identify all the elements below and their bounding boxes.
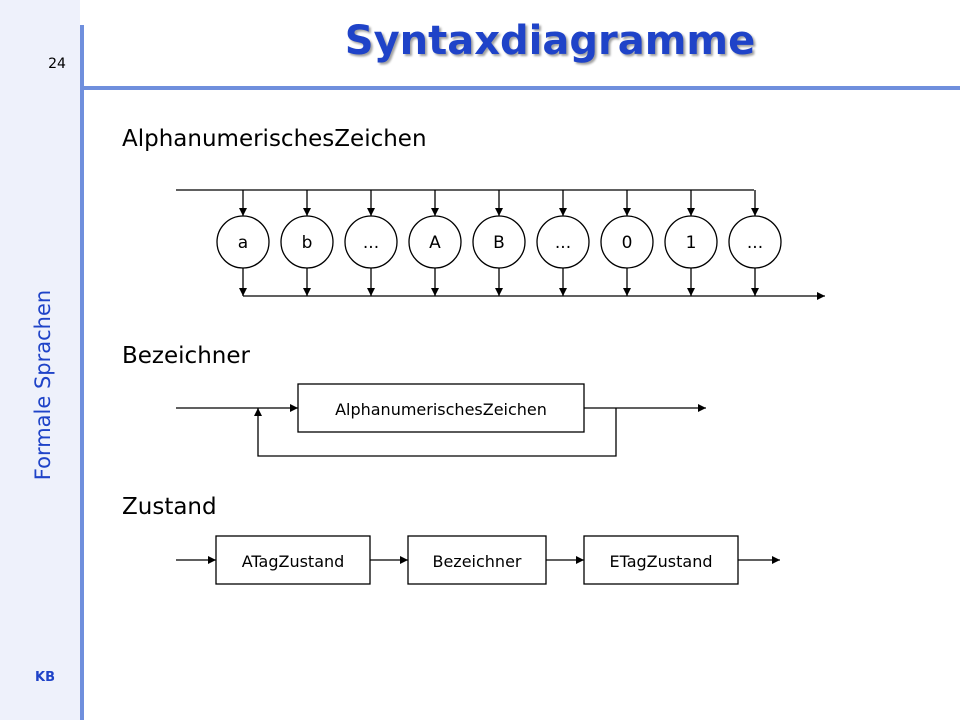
zustand-box-atagzustand: [215, 535, 371, 585]
terminal-label: 1: [686, 233, 697, 253]
terminal-5: ...: [536, 190, 590, 296]
terminal-1: b: [280, 190, 334, 296]
terminal-0: a: [216, 190, 270, 296]
footer-initials: KB: [35, 670, 55, 685]
zustand-box-atagzustand-label: ATagZustand: [242, 552, 345, 571]
terminal-4: B: [472, 190, 526, 296]
terminal-label: ...: [555, 233, 571, 253]
horizontal-accent-line: [80, 86, 960, 90]
terminal-label: B: [493, 233, 505, 253]
alpha-diagram: a b... A B... 0 1...: [176, 189, 825, 300]
vertical-accent-line: [80, 25, 84, 720]
slide-number: 24: [48, 56, 66, 72]
bezeichner-loop-line: [254, 408, 617, 457]
terminal-label: a: [238, 233, 248, 253]
terminal-3: A: [408, 190, 462, 296]
terminal-label: ...: [747, 233, 763, 253]
zustand-box-etagzustand-label: ETagZustand: [609, 552, 712, 571]
bezeichner-box: [297, 383, 585, 433]
zustand-diagram: ATagZustand Bezeichner ETagZustand: [176, 535, 780, 585]
terminal-label: ...: [363, 233, 379, 253]
terminal-label: 0: [622, 233, 633, 253]
terminal-7: 1: [664, 190, 718, 296]
terminal-2: ...: [344, 190, 398, 296]
terminal-6: 0: [600, 190, 654, 296]
terminal-label: A: [429, 233, 441, 253]
terminal-8: ...: [728, 190, 782, 296]
bezeichner-diagram: AlphanumerischesZeichen: [176, 383, 706, 457]
section-label-alphanumerisches-zeichen: AlphanumerischesZeichen: [122, 126, 427, 152]
section-label-bezeichner: Bezeichner: [122, 343, 250, 369]
section-label-zustand: Zustand: [122, 494, 217, 520]
zustand-box-bezeichner-label: Bezeichner: [432, 552, 521, 571]
slide-title: Syntaxdiagramme: [344, 18, 756, 64]
zustand-box-bezeichner: [407, 535, 547, 585]
bezeichner-box-label: AlphanumerischesZeichen: [335, 400, 547, 419]
zustand-box-etagzustand: [583, 535, 739, 585]
terminal-label: b: [302, 233, 313, 253]
sidebar: [0, 0, 80, 720]
